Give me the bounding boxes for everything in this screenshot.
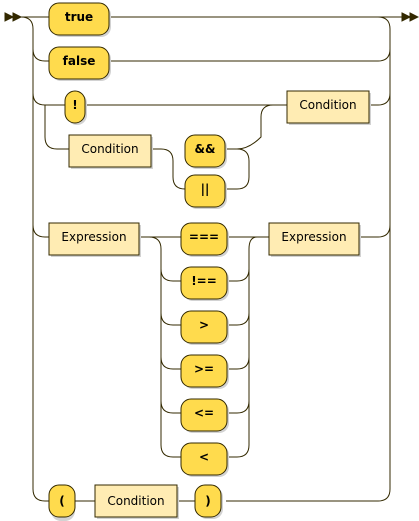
terminal-false-label: false bbox=[63, 54, 96, 68]
nonterminal-expression-2: Expression bbox=[268, 222, 361, 257]
nonterminal-condition-3: Condition bbox=[94, 484, 179, 519]
diagram-lines bbox=[4, 12, 419, 502]
start-arrow-2 bbox=[12, 12, 23, 22]
terminal-lte: <= bbox=[180, 398, 229, 433]
terminal-lt: < bbox=[180, 442, 229, 477]
terminal-false: false bbox=[48, 46, 111, 81]
terminal-close-paren: ) bbox=[194, 484, 223, 519]
nonterminal-condition-1: Condition bbox=[286, 90, 371, 125]
terminal-and-label: && bbox=[195, 142, 216, 156]
nonterminal-expression-2-label: Expression bbox=[281, 230, 346, 244]
nonterminal-condition-2-label: Condition bbox=[81, 142, 138, 156]
terminal-true: true bbox=[48, 2, 111, 37]
terminal-lt-label: < bbox=[199, 450, 209, 464]
terminal-or-label: || bbox=[201, 182, 210, 196]
nonterminal-expression-1: Expression bbox=[48, 222, 141, 257]
terminal-gte-label: >= bbox=[194, 362, 214, 376]
end-arrow-2 bbox=[409, 12, 419, 22]
terminal-strict-neq: !== bbox=[180, 266, 229, 301]
terminal-strict-eq-label: === bbox=[189, 230, 219, 244]
terminal-open-paren: ( bbox=[48, 484, 76, 521]
start-arrow-1 bbox=[4, 12, 15, 22]
terminal-or: || bbox=[184, 174, 227, 209]
terminal-strict-neq-label: !== bbox=[191, 274, 217, 288]
nonterminal-expression-1-label: Expression bbox=[61, 230, 126, 244]
terminal-lte-label: <= bbox=[194, 406, 214, 420]
nonterminal-condition-1-label: Condition bbox=[299, 98, 356, 112]
terminal-close-paren-label: ) bbox=[205, 494, 210, 508]
terminal-gt: > bbox=[180, 310, 229, 345]
nonterminal-condition-3-label: Condition bbox=[107, 494, 164, 508]
terminal-strict-eq: === bbox=[180, 222, 229, 257]
terminal-open-paren-label: ( bbox=[59, 494, 64, 508]
end-arrow-1 bbox=[401, 12, 412, 22]
terminal-gt-label: > bbox=[199, 318, 209, 332]
terminal-not: ! bbox=[64, 90, 87, 125]
terminal-true-label: true bbox=[65, 10, 93, 24]
terminal-gte: >= bbox=[180, 354, 229, 389]
terminal-and: && bbox=[184, 134, 227, 169]
nonterminal-condition-2: Condition bbox=[68, 134, 153, 169]
terminal-not-label: ! bbox=[72, 98, 77, 112]
